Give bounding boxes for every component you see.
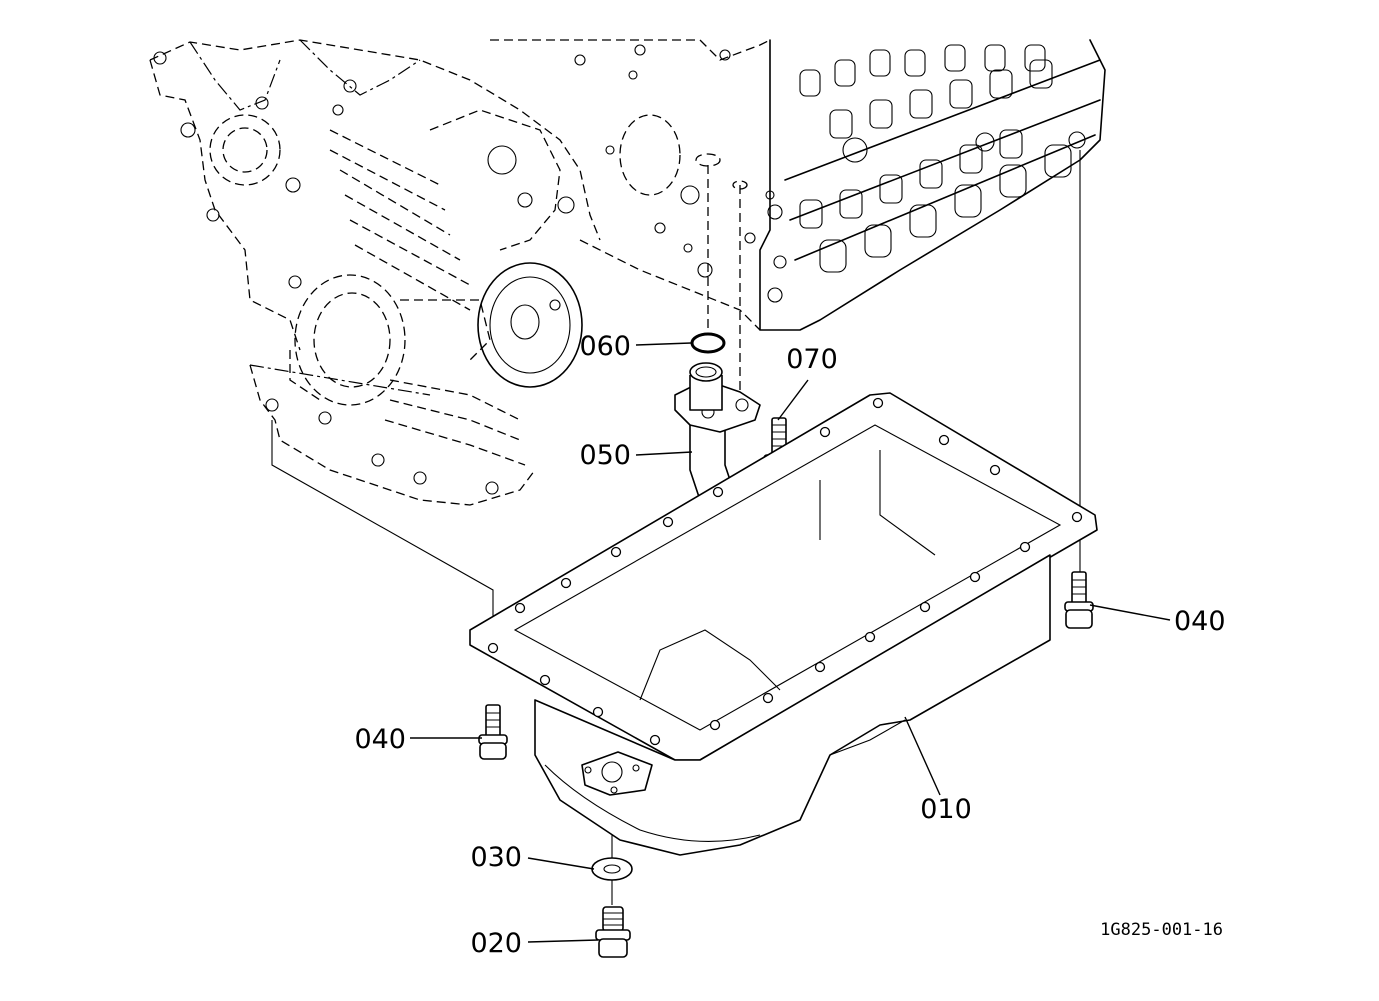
callout-040-left: 040 [354, 724, 406, 755]
pan-bolt-left [478, 704, 508, 760]
drain-gasket [591, 857, 633, 881]
figure-id: 1G825-001-16 [1100, 920, 1223, 940]
callout-010: 010 [920, 794, 972, 825]
o-ring [690, 332, 726, 354]
callout-030: 030 [470, 842, 522, 873]
pan-bolt-right [1064, 571, 1094, 629]
callout-040-right: 040 [1174, 606, 1226, 637]
leader-lines [410, 342, 1171, 943]
callout-070: 070 [786, 344, 838, 375]
callout-020: 020 [470, 928, 522, 959]
engine-block [149, 39, 1106, 506]
oil-pan [469, 392, 1098, 856]
drain-plug [595, 906, 631, 958]
callout-050: 050 [579, 440, 631, 471]
callout-060: 060 [579, 331, 631, 362]
